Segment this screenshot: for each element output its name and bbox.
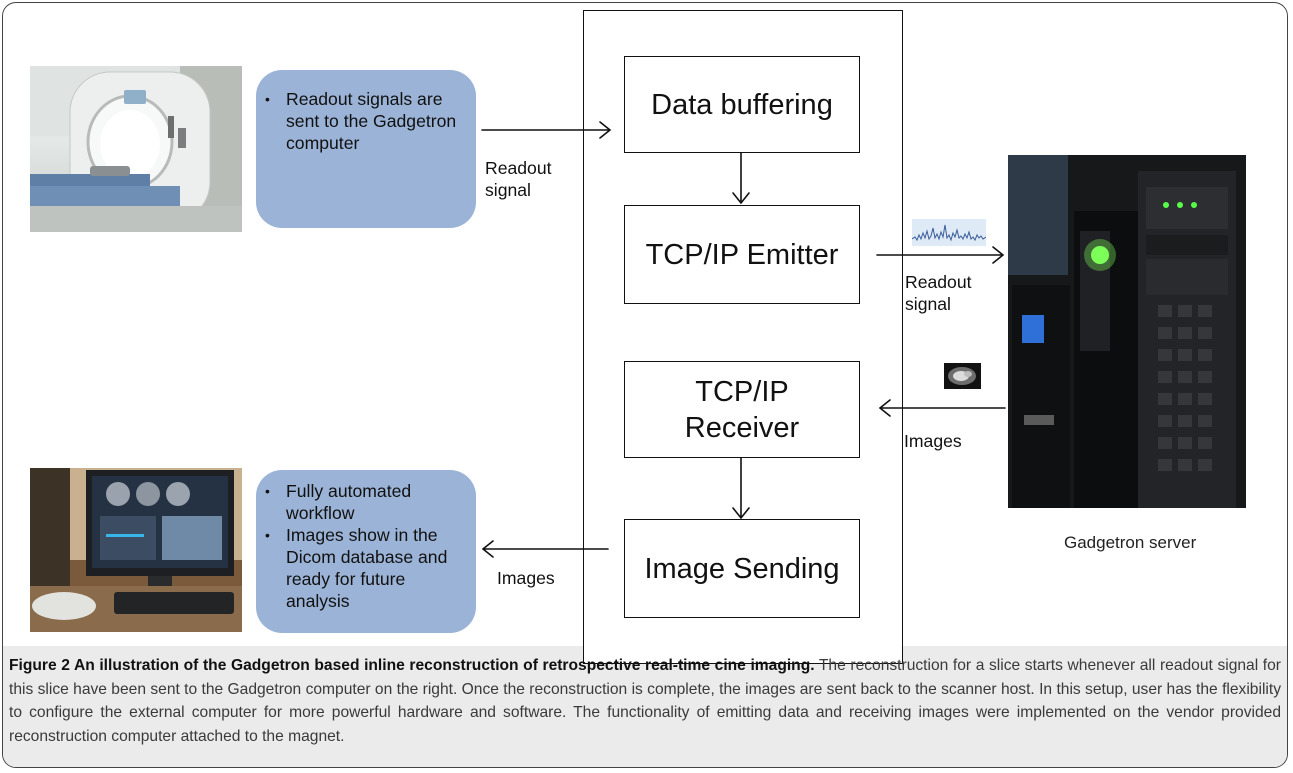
readout-out-label: Readout signal	[905, 271, 972, 315]
tcp-receiver-box: TCP/IP Receiver	[624, 361, 860, 458]
tcp-emitter-label: TCP/IP Emitter	[645, 238, 839, 271]
receiver-to-sending-arrow	[732, 457, 750, 520]
images-out-label: Images	[497, 568, 555, 588]
workflow-callout: Fully automated workflow Images show in …	[256, 470, 476, 633]
workflow-callout-item: Fully automated workflow	[256, 480, 466, 524]
tcp-receiver-label-line2: Receiver	[684, 411, 800, 444]
caption-band	[3, 646, 1287, 767]
readout-in-label-line1: Readout	[485, 158, 552, 178]
mri-scanner-drawing	[30, 66, 242, 232]
data-buffering-box: Data buffering	[624, 56, 860, 153]
caption-title: Figure 2 An illustration of the Gadgetro…	[9, 657, 815, 674]
readout-out-label-line2: signal	[905, 294, 951, 314]
figure-caption: Figure 2 An illustration of the Gadgetro…	[9, 654, 1281, 748]
caption-body: The reconstruction for a slice starts wh…	[9, 657, 1281, 745]
server-to-receiver-arrow	[878, 399, 1006, 417]
image-sending-label: Image Sending	[644, 552, 840, 585]
tcp-emitter-box: TCP/IP Emitter	[624, 205, 860, 304]
readout-callout-list: Readout signals are sent to the Gadgetro…	[256, 88, 464, 154]
image-sending-box: Image Sending	[624, 519, 860, 618]
workflow-callout-item: Images show in the Dicom database and re…	[256, 524, 466, 612]
workflow-callout-list: Fully automated workflow Images show in …	[256, 480, 466, 612]
cardiac-image-thumbnail	[944, 363, 981, 389]
readout-in-label: Readout signal	[485, 157, 552, 201]
readout-callout-item: Readout signals are sent to the Gadgetro…	[256, 88, 464, 154]
gadgetron-server-photo	[1008, 155, 1246, 508]
emitter-to-server-arrow	[876, 246, 1005, 264]
images-in-label: Images	[904, 431, 962, 451]
buffer-to-emitter-arrow	[732, 152, 750, 205]
readout-in-arrow	[481, 121, 612, 139]
data-buffering-label: Data buffering	[651, 88, 833, 121]
images-out-arrow	[481, 540, 609, 558]
cardiac-image-drawing	[948, 367, 976, 385]
readout-callout: Readout signals are sent to the Gadgetro…	[256, 70, 476, 228]
readout-in-label-line2: signal	[485, 180, 531, 200]
gadgetron-server-caption: Gadgetron server	[1064, 533, 1197, 552]
gadgetron-server-drawing	[1008, 155, 1246, 508]
tcp-receiver-label-line1: TCP/IP	[695, 375, 789, 408]
workstation-photo	[30, 468, 242, 632]
readout-out-label-line1: Readout	[905, 272, 972, 292]
readout-waveform-drawing	[912, 224, 986, 242]
mri-scanner-photo	[30, 66, 242, 232]
readout-signal-thumbnail	[912, 219, 986, 246]
workstation-drawing	[30, 468, 242, 632]
